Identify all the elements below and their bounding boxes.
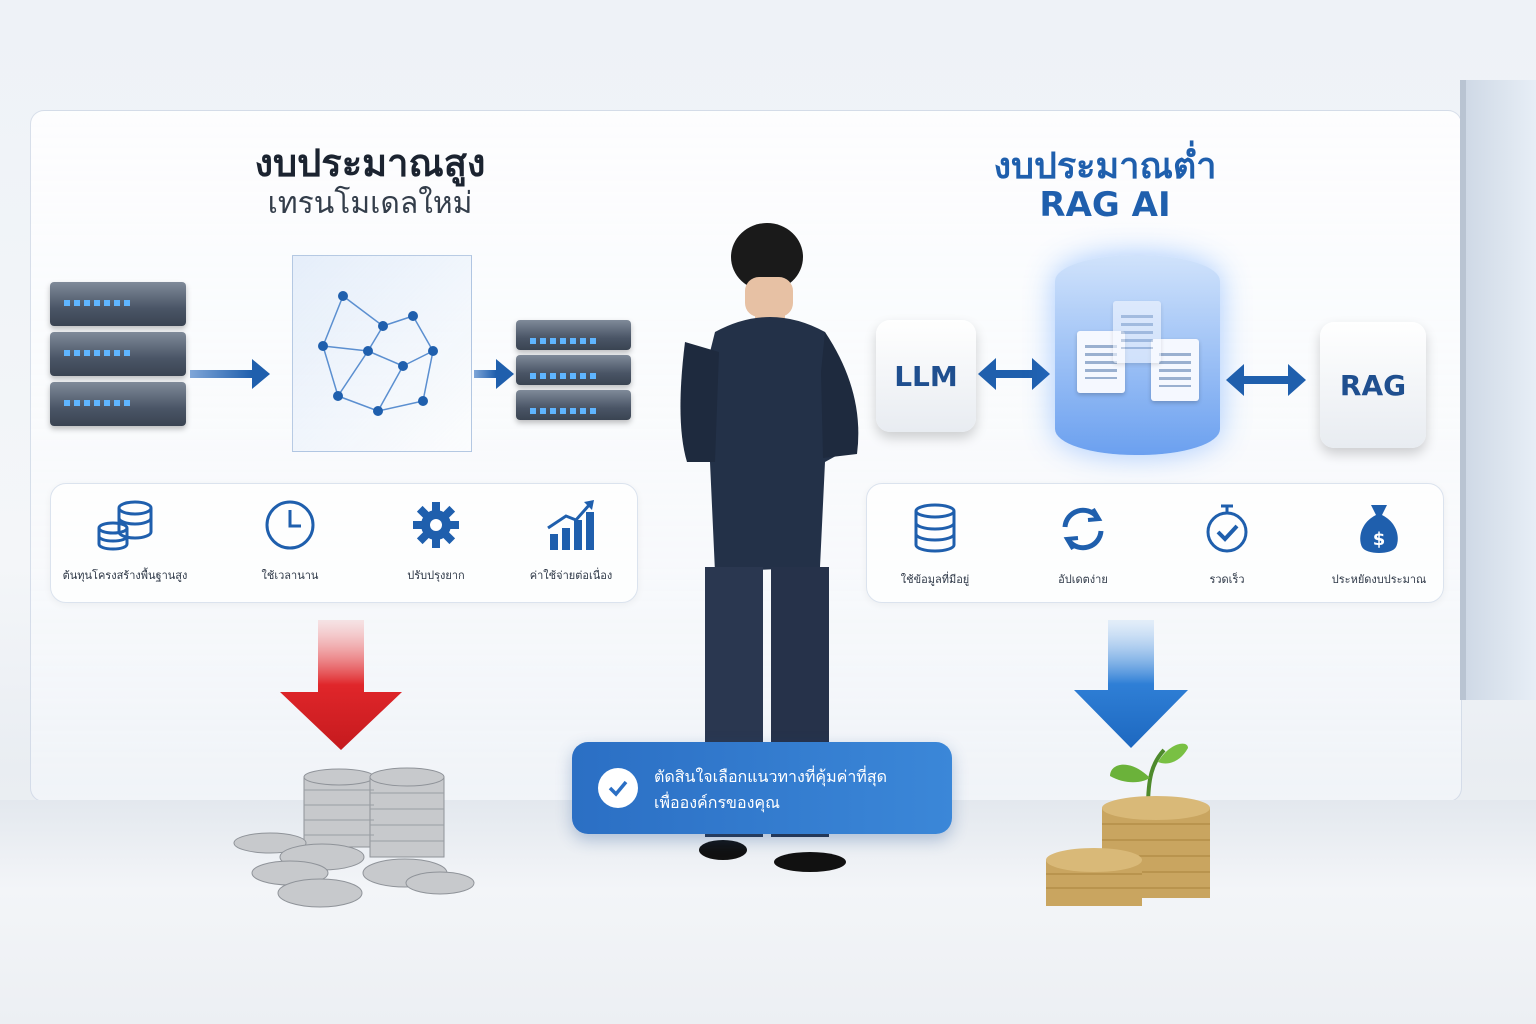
left-subtitle: เทรนโมเดลใหม่ [267,186,473,221]
left-title: งบประมาณสูง [254,141,486,185]
feature-label: ต้นทุนโครงสร้างพื้นฐานสูง [62,569,188,582]
banner-line-1: ตัดสินใจเลือกแนวทางที่คุ้มค่าที่สุด [654,767,888,786]
money-bag-icon: $ [1304,500,1454,558]
feature-label: ประหยัดงบประมาณ [1331,573,1427,586]
right-features-panel [866,483,1444,603]
gear-icon [361,496,511,554]
rag-key: RAG [1320,322,1426,448]
feature-label: ปรับปรุงยาก [407,569,465,582]
refresh-icon [1008,500,1158,558]
red-down-arrow-icon [280,620,402,750]
growth-chart-icon [496,496,646,554]
arrow-right-icon [474,359,514,389]
llm-key: LLM [876,320,976,432]
double-arrow-icon [978,358,1050,390]
feature-label: ใช้ข้อมูลที่มีอยู่ [900,573,970,586]
feature-label: รวดเร็ว [1209,573,1245,586]
clock-icon [215,496,365,554]
office-window [1460,80,1536,700]
feature-budget-saving: $ ประหยัดงบประมาณ [1304,500,1454,588]
double-arrow-icon [1226,364,1306,396]
silver-coins-icon [233,767,475,908]
feature-ongoing-cost: ค่าใช้จ่ายต่อเนื่อง [496,496,646,584]
blue-down-arrow-icon [1074,620,1188,748]
feature-label: อัปเดตง่าย [1058,573,1108,586]
document-icon [1113,301,1161,363]
gold-coins-plant-icon [1046,743,1210,906]
stopwatch-icon [1152,500,1302,558]
feature-existing-data: ใช้ข้อมูลที่มีอยู่ [860,500,1010,588]
coins-stack-icon [50,496,200,554]
right-subtitle: RAG AI [1039,185,1171,225]
decision-banner: ตัดสินใจเลือกแนวทางที่คุ้มค่าที่สุด เพื่… [572,742,952,834]
feature-label: ค่าใช้จ่ายต่อเนื่อง [529,569,613,582]
database-icon [860,500,1010,558]
svg-text:$: $ [1373,529,1386,550]
feature-time: ใช้เวลานาน [215,496,365,584]
feature-infrastructure-cost: ต้นทุนโครงสร้างพื้นฐานสูง [50,496,200,584]
server-rack-icon [50,282,186,432]
arrow-right-icon [190,359,270,389]
feature-hard-to-update: ปรับปรุงยาก [361,496,511,584]
feature-fast: รวดเร็ว [1152,500,1302,588]
server-rack-icon [516,320,631,425]
neural-network-cube-icon [292,255,472,452]
right-title: งบประมาณต่ำ [993,146,1217,187]
vector-database-icon [1055,255,1220,455]
check-circle-icon [598,768,638,808]
feature-easy-update: อัปเดตง่าย [1008,500,1158,588]
feature-label: ใช้เวลานาน [261,569,319,582]
banner-line-2: เพื่อองค์กรของคุณ [654,793,780,812]
